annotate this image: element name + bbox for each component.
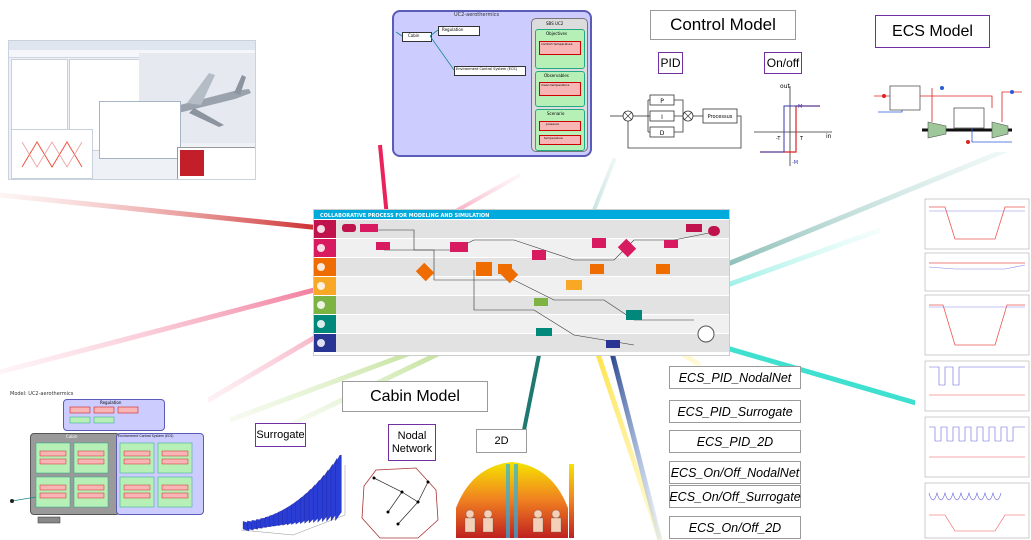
process-lane xyxy=(314,315,729,333)
objectives-label: Objectives xyxy=(546,31,568,36)
nodal-network-text: Nodal Network xyxy=(391,429,433,455)
process-title: COLLABORATIVE PROCESS FOR MODELING AND S… xyxy=(320,213,489,219)
onoff-hysteresis-plot: in out M -M T -T xyxy=(746,80,836,170)
lane-avatar-icon xyxy=(317,320,325,328)
uc2-aerothermics-diagram: UC2-aerothermics Cabin Regulation Enviro… xyxy=(392,10,592,157)
ecs-model-label: ECS Model xyxy=(875,15,990,48)
pid-d-label: D xyxy=(660,130,665,137)
process-lane xyxy=(314,277,729,295)
regulation-block-label: Regulation xyxy=(442,27,464,32)
surface-strip xyxy=(335,455,342,522)
regulation-panel-title: Regulation xyxy=(100,400,122,405)
sbs-title: SBS UC2 xyxy=(546,21,564,26)
t-neg-label: -T xyxy=(776,136,781,142)
surrogate-surface-plot xyxy=(233,455,353,540)
process-lane xyxy=(314,296,729,314)
surrogate-label: Surrogate xyxy=(255,423,306,447)
ecs-run-item: ECS_PID_Surrogate xyxy=(669,400,801,423)
sbs-panel: SBS UC2 Objectives Observables Scenario … xyxy=(531,18,588,152)
item-temperature-label: temperature xyxy=(544,136,563,140)
onoff-label: On/off xyxy=(764,52,802,74)
observables-label: Observables xyxy=(544,73,569,78)
pid-i-label: I xyxy=(661,114,663,121)
ecs-panel-title: Environment Control System (ECS) xyxy=(118,434,174,438)
simulation-plots-column xyxy=(915,195,1031,540)
pid-block-diagram: P I D Processus xyxy=(608,86,743,158)
item-mean-temperature-label: mean temperature xyxy=(541,83,570,87)
lane-avatar-icon xyxy=(317,301,325,309)
t-pos-label: T xyxy=(799,136,804,142)
pid-label: PID xyxy=(658,52,683,74)
model-diagram-title: Model: UC2-aerothermics xyxy=(10,391,74,397)
m-neg-label: -M xyxy=(792,160,798,166)
lane-avatar-icon xyxy=(317,339,325,347)
ecs-block-label: Environment Control System (ECS) xyxy=(456,67,517,71)
control-model-label: Control Model xyxy=(650,10,796,40)
pid-p-label: P xyxy=(660,98,664,105)
cfd-2d-cabin-plot xyxy=(452,458,577,540)
m-pos-label: M xyxy=(798,104,802,110)
lane-avatar-icon xyxy=(317,263,325,271)
ecs-run-item: ECS_On/Off_2D xyxy=(669,516,801,539)
cabin-panel-title: Cabin xyxy=(66,434,78,439)
cabin-block-label: Cabin xyxy=(408,33,420,38)
cabin-block xyxy=(402,32,432,42)
regulation-block xyxy=(438,26,480,36)
software-screenshot-thumbnail xyxy=(8,40,256,180)
process-lane xyxy=(314,220,729,238)
axis-out-label: out xyxy=(780,83,790,90)
uc-title: UC2-aerothermics xyxy=(454,12,500,18)
ecs-schematic xyxy=(872,82,1031,152)
item-comfort-temperature xyxy=(539,41,581,55)
pid-process-label: Processus xyxy=(708,114,733,120)
lane-avatar-icon xyxy=(317,282,325,290)
scenario-label: Scenario xyxy=(547,111,565,116)
ecs-run-item: ECS_On/Off_NodalNet xyxy=(669,461,801,484)
regulation-panel xyxy=(63,399,165,431)
ecs-run-item: ECS_PID_2D xyxy=(669,430,801,453)
item-pressure-label: pressure xyxy=(546,122,559,126)
item-pressure xyxy=(539,121,581,131)
nodal-network-sketch xyxy=(358,462,443,540)
item-comfort-temperature-label: comfort temperature xyxy=(541,42,573,46)
ecs-run-item: ECS_On/Off_Surrogate xyxy=(669,485,801,508)
lane-avatar-icon xyxy=(317,244,325,252)
twod-label: 2D xyxy=(476,429,527,453)
nodal-network-label: Nodal Network xyxy=(388,424,436,461)
model-uc2-aerothermics-diagram: Model: UC2-aerothermics Regulation Cabin… xyxy=(8,385,208,527)
axis-in-label: in xyxy=(826,133,832,140)
cabin-model-label: Cabin Model xyxy=(342,381,488,412)
item-mean-temperature xyxy=(539,82,581,96)
ecs-run-item: ECS_PID_NodalNet xyxy=(669,366,801,389)
ecs-block xyxy=(454,66,526,76)
collaborative-process-diagram: COLLABORATIVE PROCESS FOR MODELING AND S… xyxy=(313,209,730,356)
lane-avatar-icon xyxy=(317,225,325,233)
item-temperature xyxy=(539,135,581,145)
process-lane xyxy=(314,334,729,352)
